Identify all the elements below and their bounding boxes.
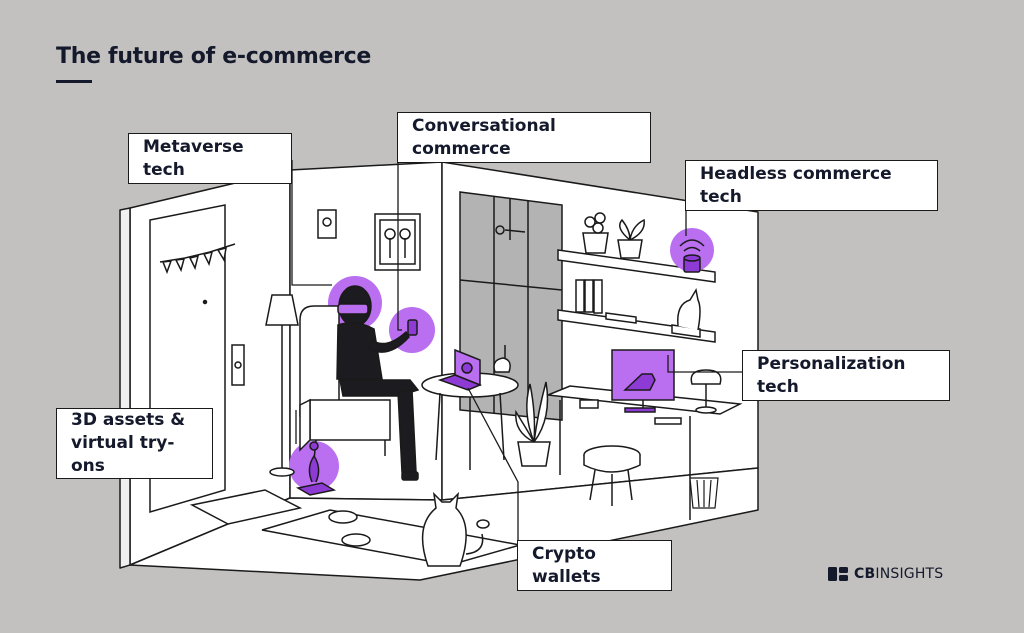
callout-text: Headless commerce tech [700,163,892,207]
callout-metaverse-tech: Metaverse tech [128,133,292,184]
callout-text: virtual try-ons [71,433,175,476]
cb-insights-logo: CBINSIGHTS [828,566,943,582]
page-title: The future of e-commerce [56,44,372,69]
callout-text: Conversational commerce [412,115,556,159]
callout-headless-commerce-tech: Headless commerce tech [685,160,938,211]
leader-personalization [667,355,742,373]
title-underline [56,80,92,83]
callout-text: Metaverse tech [143,136,244,180]
brand-bold: CB [854,566,876,582]
leader-conversational [397,162,402,331]
callout-text: 3D assets & [71,410,186,431]
callout-personalization-tech: Personalization tech [742,350,950,401]
callout-text: Personalization tech [757,353,906,397]
callout-3d-assets: 3D assets & virtual try-ons [56,408,213,479]
callout-crypto-wallets: Crypto wallets [517,540,672,591]
cb-logo-icon [828,567,848,581]
speaker-highlight [670,228,714,272]
brand-rest: INSIGHTS [875,566,944,582]
leader-crypto [467,387,519,540]
brand-wordmark: CBINSIGHTS [854,566,943,582]
leader-metaverse [291,160,332,286]
callout-conversational-commerce: Conversational commerce [397,112,651,163]
callout-text: Crypto wallets [532,543,601,587]
